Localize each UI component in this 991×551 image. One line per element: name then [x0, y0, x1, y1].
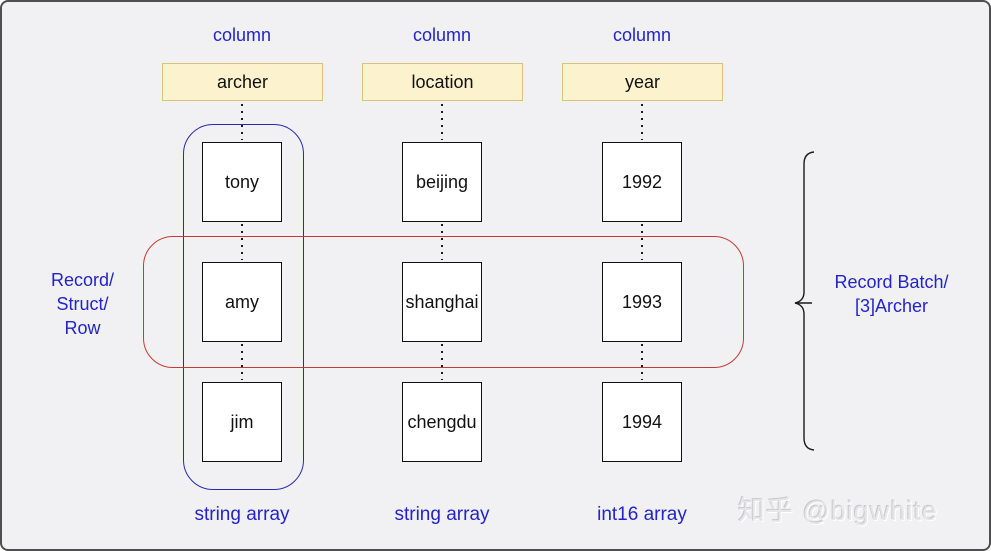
array-type-label: string array [194, 504, 290, 525]
field-header-year: year [562, 63, 723, 101]
column-label: column [412, 25, 472, 45]
dotted-connector [641, 104, 643, 140]
dotted-connector [241, 224, 243, 260]
record-batch-label-line: [3]Archer [854, 296, 929, 316]
cell-box: 1994 [602, 382, 682, 462]
cell-box: 1993 [602, 262, 682, 342]
zhihu-watermark: 知乎 @bigwhite [738, 496, 938, 526]
field-header-location: location [362, 63, 523, 101]
field-header-archer: archer [162, 63, 323, 101]
record-batch-label: Record Batch/ [3]Archer [814, 270, 969, 318]
record-row-label-line: Record/ [50, 270, 115, 290]
record-row-label: Record/ Struct/ Row [20, 268, 145, 340]
array-type-label: string array [394, 504, 490, 525]
record-batch-label-line: Record Batch/ [834, 272, 949, 292]
record-row-label-line: Row [64, 318, 101, 338]
record-row-label-line: Struct/ [56, 294, 109, 314]
dotted-connector [641, 344, 643, 380]
cell-box: 1992 [602, 142, 682, 222]
dotted-connector [241, 104, 243, 140]
array-type-label: int16 array [597, 504, 687, 525]
dotted-connector [441, 104, 443, 140]
dotted-connector [441, 224, 443, 260]
dotted-connector [241, 344, 243, 380]
cell-box: shanghai [402, 262, 482, 342]
record-batch-brace [794, 151, 815, 451]
column-highlight-ring [183, 124, 304, 490]
column-label: column [212, 25, 272, 45]
cell-box: beijing [402, 142, 482, 222]
cell-box: amy [202, 262, 282, 342]
row-highlight-ring [143, 236, 744, 368]
column-label: column [612, 25, 672, 45]
cell-box: chengdu [402, 382, 482, 462]
dotted-connector [441, 344, 443, 380]
dotted-connector [641, 224, 643, 260]
cell-box: jim [202, 382, 282, 462]
cell-box: tony [202, 142, 282, 222]
